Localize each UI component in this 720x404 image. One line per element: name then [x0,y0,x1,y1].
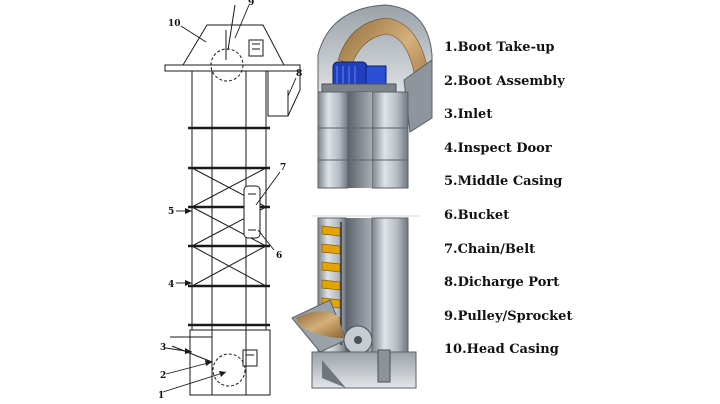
legend-item-middle-casing: 5.Middle Casing [444,174,563,190]
leader-lines [162,4,297,393]
head-section-cutaway [317,4,433,189]
callout-4: 4 [168,280,174,290]
legend-item-head-casing: 10.Head Casing [444,342,559,358]
inspect-door-outline [243,185,261,239]
callout-8: 8 [296,69,302,79]
head-casing-outline [164,4,301,82]
callout-1: 1 [158,391,164,400]
arrowheads [185,208,226,377]
legend-item-boot-take-up: 1.Boot Take-up [444,40,555,55]
legend-item-discharge-port: 8.Dicharge Port [444,275,560,291]
inlet-outline [170,336,213,363]
callout-5: 5 [168,207,174,217]
legend-item-inspect-door: 4.Inspect Door [444,140,552,156]
callout-2: 2 [160,371,166,381]
parts-legend: 1.Boot Take-up 2.Boot Assembly 3.Inlet 4… [444,38,714,374]
legend-item-bucket: 6.Bucket [444,207,510,223]
callout-labels: 1 2 3 4 5 6 7 8 9 10 [158,0,302,401]
callout-9: 9 [248,0,254,8]
callout-3: 3 [160,343,166,353]
casing-outline [188,71,270,330]
boot-outline [189,329,271,396]
technical-drawing [162,4,301,396]
legend-item-chain-belt: 7.Chain/Belt [444,241,536,257]
legend-item-boot-assembly: 2.Boot Assembly [444,73,565,89]
callout-7: 7 [280,163,286,173]
callout-6: 6 [276,251,282,261]
discharge-port-outline [267,70,301,117]
motor [321,61,397,93]
boot-section-cutaway [291,217,417,389]
callout-10: 10 [168,19,181,29]
legend-item-inlet: 3.Inlet [444,107,493,123]
legend-item-pulley-sprocket: 9.Pulley/Sprocket [444,308,573,324]
